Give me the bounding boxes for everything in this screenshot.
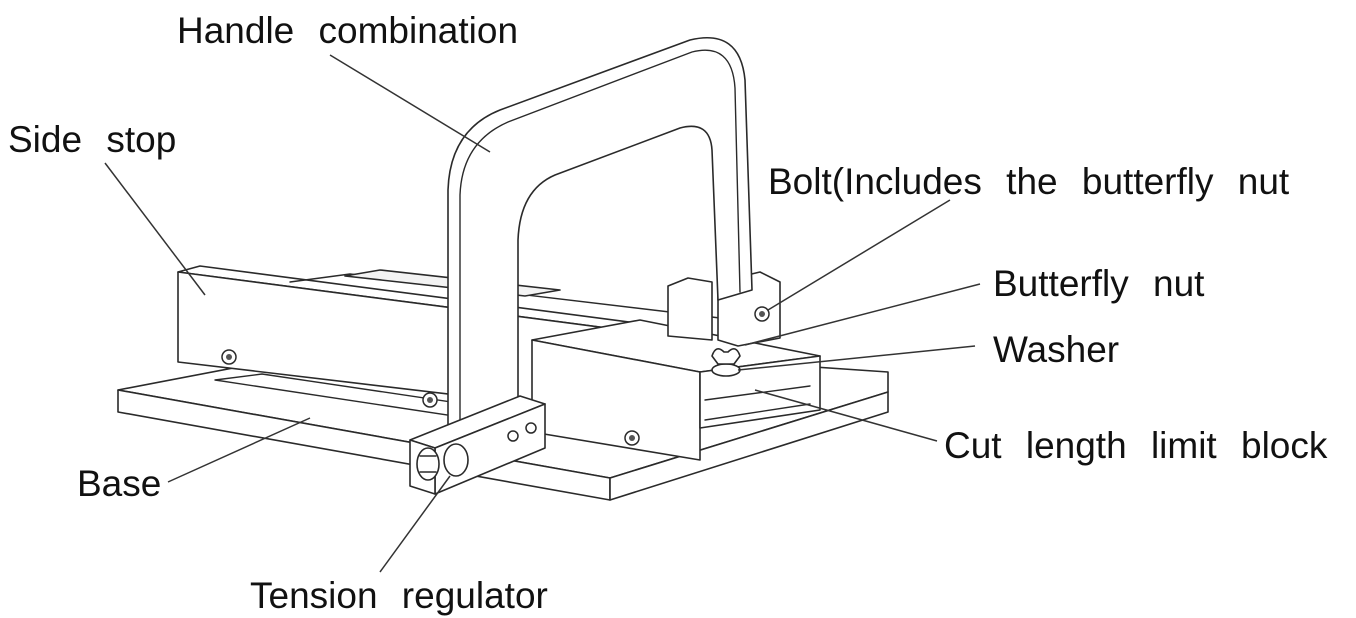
handle-combination xyxy=(447,36,753,431)
label-base: Base xyxy=(77,463,161,504)
tension-knob-icon xyxy=(443,443,469,477)
label-butterfly-nut: Butterfly nut xyxy=(993,263,1205,304)
label-cut-length-limit-block: Cut length limit block xyxy=(944,425,1328,466)
screw-icon xyxy=(507,430,519,442)
label-bolt: Bolt(Includes the butterfly nut xyxy=(768,161,1290,202)
label-side-stop: Side stop xyxy=(8,119,176,160)
leader-lines xyxy=(104,54,981,573)
screw-icon xyxy=(525,422,537,434)
butterfly-nut xyxy=(711,348,741,377)
label-handle-combination: Handle combination xyxy=(177,10,518,51)
butterfly-nut-icon xyxy=(711,348,741,365)
label-washer: Washer xyxy=(993,329,1119,370)
tension-regulator-block xyxy=(409,395,546,495)
washer-icon xyxy=(711,363,741,377)
label-tension-regulator: Tension regulator xyxy=(250,575,548,616)
